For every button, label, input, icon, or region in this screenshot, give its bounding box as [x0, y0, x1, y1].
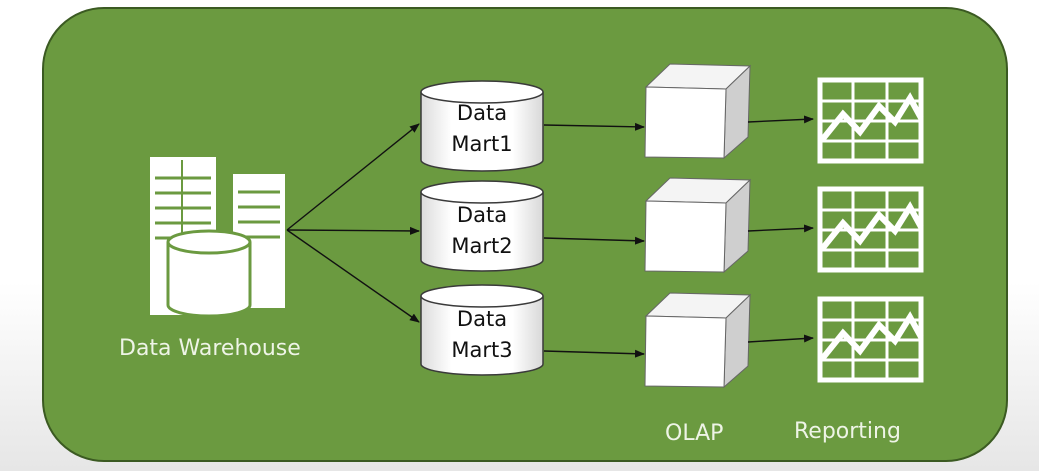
olap-cube-icon: [644, 292, 752, 389]
report-chart-icon: [817, 296, 924, 383]
data-mart-2-label: Data Mart2: [421, 200, 543, 262]
database-cylinder-icon: [420, 180, 544, 272]
arrow-warehouse-to-mart2: [286, 226, 420, 235]
arrow-mart3-to-olap: [543, 349, 645, 358]
arrow-olap3-to-report: [747, 334, 814, 343]
data-mart-1-line2: Mart1: [451, 132, 513, 156]
database-cylinder-icon: [420, 284, 544, 376]
arrow-warehouse-to-mart1: [286, 123, 420, 231]
data-warehouse-icon: [150, 157, 285, 318]
data-mart-3-label: Data Mart3: [421, 304, 543, 366]
database-cylinder-icon: [420, 80, 544, 172]
report-chart-icon: [817, 77, 924, 164]
arrow-olap1-to-report: [747, 115, 814, 124]
olap-cube-icon: [644, 177, 752, 274]
olap-label: OLAP: [665, 421, 724, 446]
reporting-label: Reporting: [794, 419, 901, 444]
data-warehouse-label: Data Warehouse: [119, 336, 301, 361]
data-mart-2-line2: Mart2: [451, 234, 513, 258]
data-mart-1-label: Data Mart1: [421, 98, 543, 160]
arrow-warehouse-to-mart3: [286, 229, 420, 323]
data-mart-3-line1: Data: [456, 307, 508, 331]
olap-cube-icon: [644, 63, 752, 160]
data-mart-1-line1: Data: [456, 101, 508, 125]
report-chart-icon: [817, 186, 924, 273]
arrow-mart2-to-olap: [543, 236, 645, 245]
arrow-olap2-to-report: [747, 224, 814, 233]
arrow-mart1-to-olap: [543, 122, 645, 131]
data-mart-3-line2: Mart3: [451, 338, 513, 362]
data-mart-2-line1: Data: [456, 203, 508, 227]
